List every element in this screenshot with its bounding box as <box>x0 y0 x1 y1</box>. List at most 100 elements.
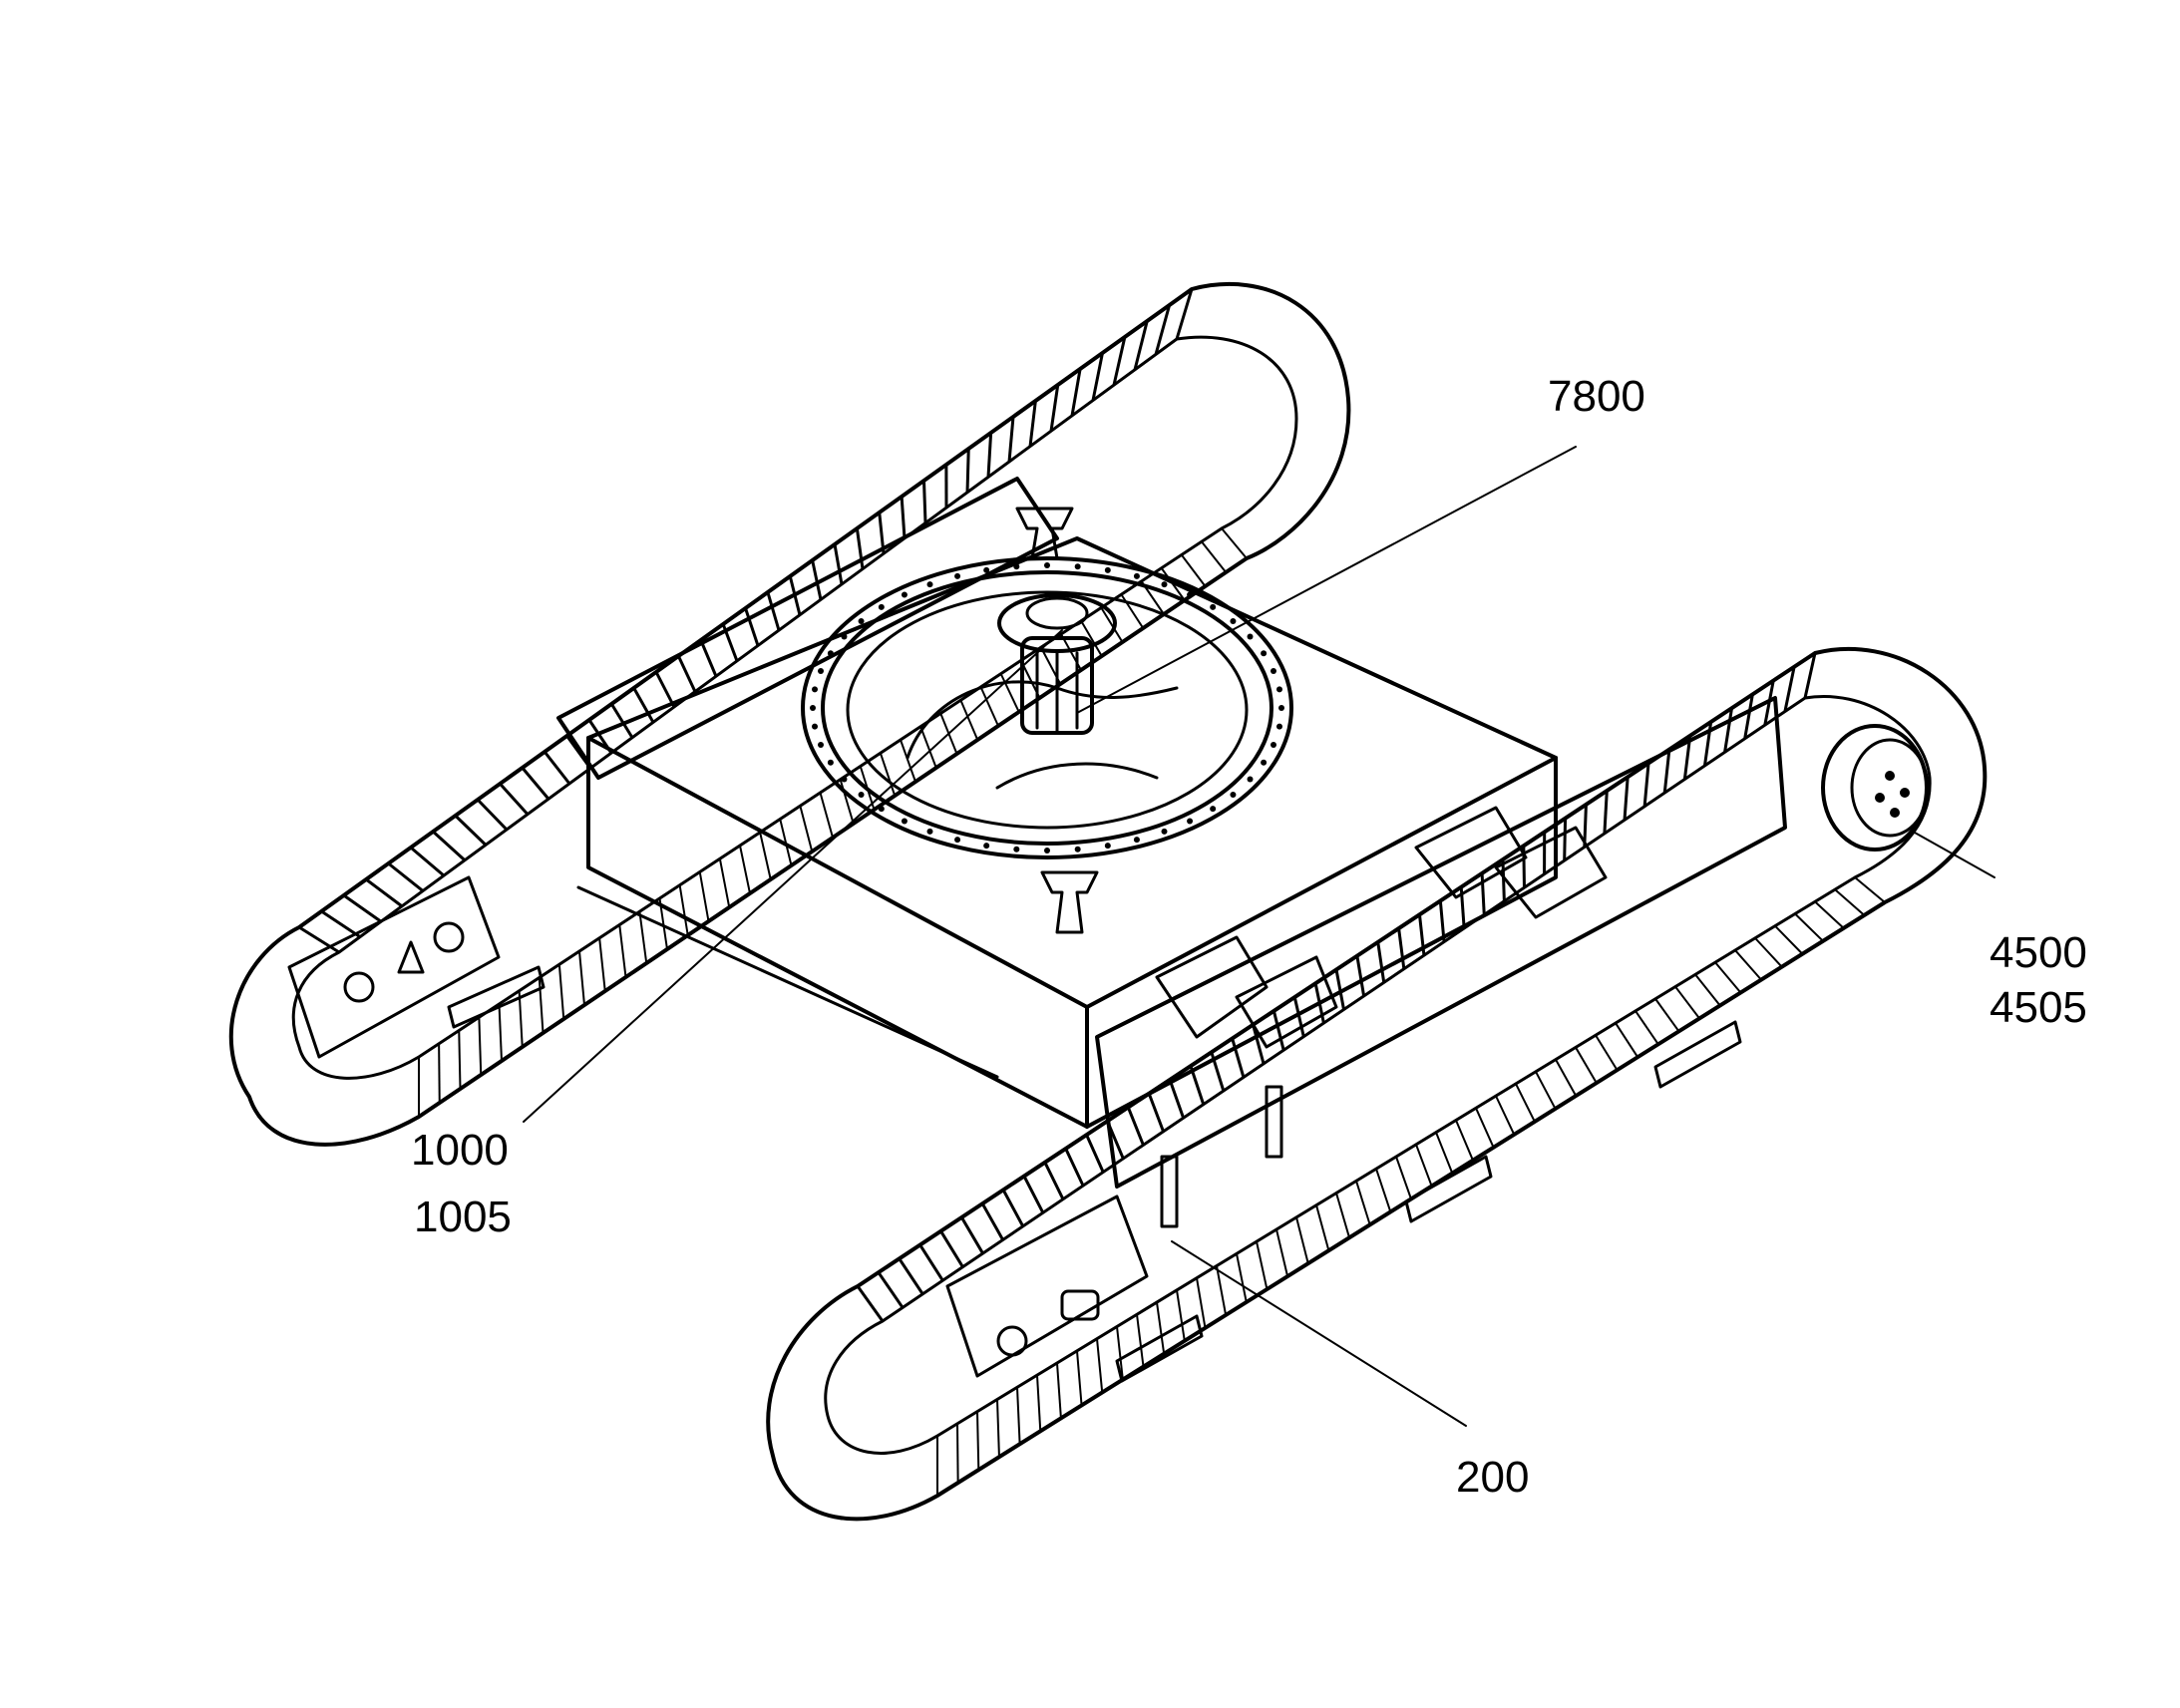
tread-line <box>1335 1193 1351 1238</box>
bolt-hole <box>1210 603 1217 610</box>
tread-line <box>1154 304 1172 355</box>
tread-line <box>1116 1326 1124 1380</box>
tread-line <box>1126 1106 1145 1146</box>
tread-line <box>1147 1093 1165 1133</box>
bolt-hole <box>1247 633 1254 640</box>
tread-line <box>1100 606 1124 643</box>
bolt-hole <box>983 566 990 573</box>
tread-line <box>1221 527 1248 559</box>
bolt-hole <box>954 837 961 844</box>
tread-line <box>833 543 844 585</box>
bolt-hole <box>1104 566 1111 573</box>
tread-line <box>1080 620 1103 657</box>
tread-line <box>1794 912 1824 942</box>
tread-line <box>1256 1241 1269 1290</box>
tread-line <box>476 798 509 832</box>
bolt-hole <box>901 591 908 598</box>
tread-line <box>458 1030 462 1090</box>
bolt-hole <box>858 792 865 799</box>
tread-line <box>959 699 979 741</box>
tread-line <box>1292 996 1305 1038</box>
bolt-hole <box>818 742 825 749</box>
tread-line <box>1455 1120 1474 1162</box>
tread-line <box>1295 1216 1309 1264</box>
ref-label-4505: 4505 <box>1990 983 2087 1032</box>
tread-line <box>1133 320 1149 371</box>
tread-line <box>1834 888 1866 916</box>
tread-line <box>919 726 937 769</box>
tread-line <box>320 909 361 938</box>
tread-line <box>1734 949 1762 981</box>
tread-line <box>518 990 524 1048</box>
bolt-hole <box>901 818 908 825</box>
bolt-hole <box>1044 848 1050 854</box>
tread-line <box>1480 872 1486 915</box>
tread-line <box>1535 1071 1557 1110</box>
tread-line <box>986 432 993 478</box>
tread-line <box>1355 955 1366 997</box>
tread-line <box>538 977 545 1034</box>
tread-line <box>1070 368 1082 417</box>
tread-line <box>1854 876 1886 903</box>
bolt-hole <box>1270 742 1276 749</box>
tread-line <box>1415 1144 1433 1187</box>
bolt-hole <box>1261 759 1268 766</box>
tread-line <box>1196 1277 1207 1329</box>
bolt-hole <box>983 843 990 850</box>
bolt-hole <box>827 759 834 766</box>
tread-line <box>855 527 865 569</box>
tread-line <box>744 607 760 646</box>
ref-label-1005: 1005 <box>414 1193 512 1241</box>
tread-line <box>1091 352 1104 401</box>
tread-line <box>438 1043 441 1104</box>
tread-line <box>1085 1134 1105 1174</box>
tread-line <box>1674 985 1700 1020</box>
tread-line <box>1176 1289 1186 1341</box>
tread-line <box>1783 666 1796 712</box>
tread-line <box>1723 707 1734 753</box>
bolt-hole <box>858 617 865 624</box>
tread-line <box>1475 1107 1495 1149</box>
tread-line <box>1397 927 1406 969</box>
swing-bearing <box>801 556 1293 859</box>
tread-line <box>1136 1314 1145 1367</box>
tread-line <box>1435 1132 1454 1175</box>
tread-line <box>1275 1228 1289 1277</box>
bolt-hole <box>1187 591 1194 598</box>
left-crawler-track <box>228 282 1351 1147</box>
tread-line <box>1555 1059 1578 1097</box>
tread-line <box>922 480 927 523</box>
tread-line <box>1231 1038 1246 1078</box>
tread-line <box>677 655 697 693</box>
bolt-hole <box>1013 846 1020 853</box>
tread-line <box>1175 288 1194 340</box>
ref-label-7800: 7800 <box>1548 372 1645 421</box>
tread-line <box>1001 1189 1025 1227</box>
tread-line <box>1375 1168 1392 1212</box>
tread-line <box>499 782 530 816</box>
tread-line <box>1714 961 1742 994</box>
tread-line <box>1334 969 1345 1010</box>
bolt-hole <box>1247 776 1254 783</box>
tread-line <box>1814 900 1845 929</box>
tread-line <box>918 1243 944 1282</box>
tread-line <box>1575 1046 1598 1084</box>
tread-line <box>939 1229 964 1268</box>
bolt-hole <box>1210 806 1217 813</box>
tread-line <box>1112 336 1127 386</box>
tread-line <box>1642 763 1650 807</box>
tread-line <box>298 925 340 954</box>
bolt-hole <box>810 705 816 711</box>
tread-line <box>1654 998 1680 1032</box>
bolt-hole <box>926 581 933 588</box>
tread-line <box>766 591 781 631</box>
tread-line <box>1774 924 1804 955</box>
ref-label-200: 200 <box>1456 1453 1529 1502</box>
tread-line <box>1049 384 1060 432</box>
center-frame <box>447 477 1787 1383</box>
tread-line <box>1236 1253 1248 1303</box>
tread-line <box>618 924 627 978</box>
tread-line <box>759 832 772 880</box>
tread-line <box>965 448 970 493</box>
bolt-hole <box>954 572 961 579</box>
